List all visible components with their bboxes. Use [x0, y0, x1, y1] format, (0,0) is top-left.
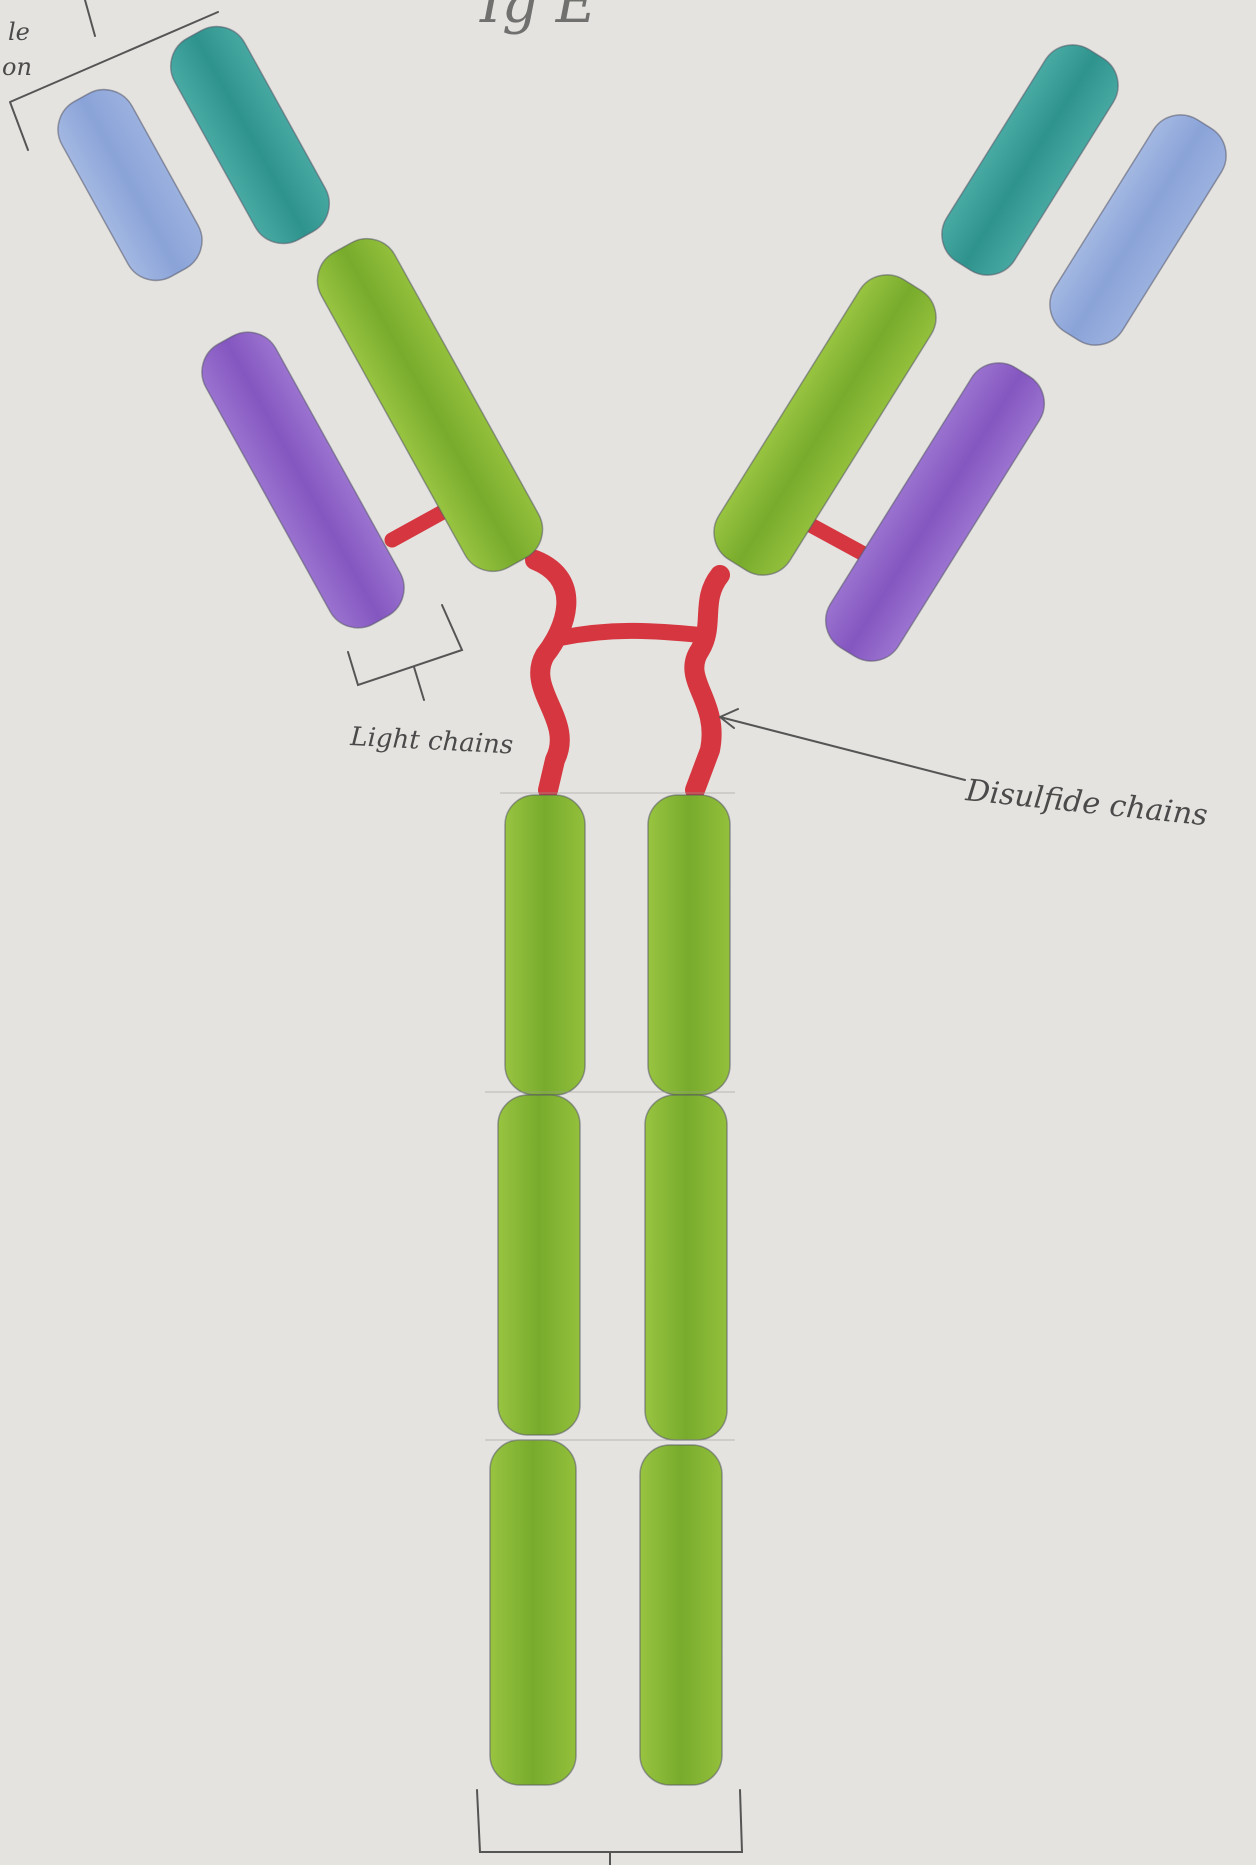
light-chains-bracket-tick	[414, 667, 424, 700]
right-heavy-chain-ch3-domain	[645, 1095, 727, 1440]
left-heavy-chain-ch4-domain	[490, 1440, 576, 1785]
light-chains-label: Light chains	[349, 722, 514, 761]
right-heavy-chain-ch4-domain	[640, 1445, 722, 1785]
right-fab-arm	[702, 33, 1238, 673]
right-heavy-chain-ch2-domain	[648, 795, 730, 1095]
disulfide-pointer-arrow	[720, 709, 965, 780]
disulfide-hinge-left	[535, 560, 566, 790]
corner-label-fragment-1: le	[8, 18, 30, 46]
title-fragment: Ig E	[479, 0, 597, 36]
disulfide-hinge-right	[694, 575, 720, 790]
fc-stem	[490, 795, 730, 1785]
left-light-chain-variable-domain	[47, 78, 214, 292]
disulfide-chains-label: Disulfide chains	[963, 773, 1209, 833]
disulfide-hinge-crossbar	[560, 631, 700, 638]
fc-bracket	[477, 1790, 742, 1852]
disulfide-right-interchain	[805, 522, 862, 553]
left-fab-arm	[47, 15, 554, 639]
left-heavy-chain-ch3-domain	[498, 1095, 580, 1435]
variable-region-bracket-tick	[85, 0, 95, 36]
corner-label-fragment-2: on	[2, 53, 32, 81]
left-heavy-chain-ch2-domain	[505, 795, 585, 1095]
